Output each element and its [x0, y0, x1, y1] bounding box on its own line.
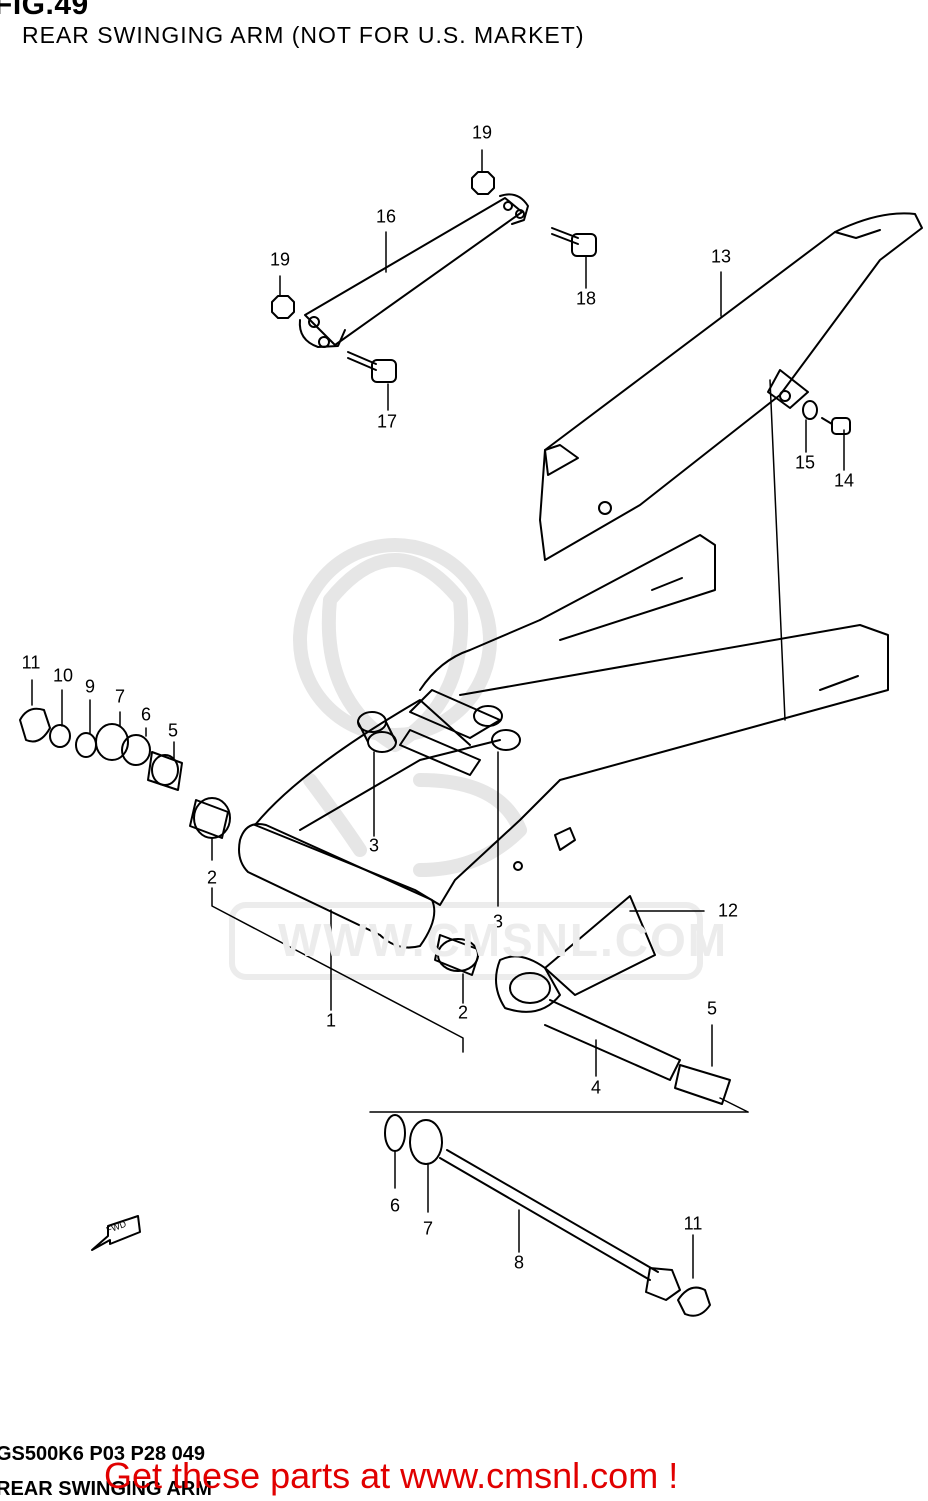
axle	[439, 1149, 681, 1301]
callout-3-right: 3	[492, 911, 504, 932]
watermark-url-box	[229, 902, 703, 980]
washer-15	[802, 400, 818, 420]
spacer-lower	[434, 934, 481, 976]
footer-code: GS500K6 P03 P28 049	[0, 1443, 206, 1465]
bolt-lower	[347, 351, 397, 383]
callout-5-right: 5	[706, 998, 718, 1019]
callout-7-left: 7	[114, 686, 126, 707]
figure-subtitle: REAR SWINGING ARM (NOT FOR U.S. MARKET)	[22, 22, 585, 48]
left-stack	[19, 707, 231, 839]
watermark-logo	[293, 538, 527, 877]
cta-link[interactable]: Get these parts at www.cmsnl.com !	[104, 1455, 679, 1496]
bushing-lower	[473, 705, 521, 751]
callout-16: 16	[375, 206, 397, 227]
swinging-arm	[238, 534, 889, 949]
callout-6-left: 6	[140, 704, 152, 725]
callout-11-left: 11	[21, 652, 41, 673]
bolt-upper	[551, 227, 597, 257]
callout-2-lower: 2	[457, 1002, 469, 1023]
washer-6	[384, 1114, 406, 1152]
washer-7	[409, 1119, 443, 1165]
bolt-14	[821, 417, 851, 435]
callout-10: 10	[52, 665, 74, 686]
callout-8: 8	[513, 1252, 525, 1273]
callout-14: 14	[833, 470, 855, 491]
callout-7-bottom: 7	[422, 1218, 434, 1239]
callout-19-upper: 19	[471, 122, 493, 143]
callout-11-bottom: 11	[683, 1213, 703, 1234]
callout-13: 13	[710, 246, 732, 267]
callout-2-upper: 2	[206, 867, 218, 888]
callout-9: 9	[84, 676, 96, 697]
nut-axle	[677, 1286, 711, 1317]
chain-guard	[539, 212, 923, 561]
nut-lower	[271, 295, 295, 319]
callout-15: 15	[794, 452, 816, 473]
callout-19-lower: 19	[269, 249, 291, 270]
footer-name: REAR SWINGING ARM	[0, 1478, 212, 1500]
figure-title: FIG.49	[0, 0, 89, 21]
callout-4: 4	[590, 1077, 602, 1098]
watermark-url: WWW.CMSNL.COM	[278, 914, 729, 966]
nut-upper	[471, 171, 495, 195]
leader-lines	[31, 149, 845, 1279]
callout-1: 1	[325, 1010, 337, 1031]
callout-5-left: 5	[167, 720, 179, 741]
callout-6-bottom: 6	[389, 1195, 401, 1216]
callout-17: 17	[376, 411, 398, 432]
bushing-upper	[357, 711, 397, 753]
torque-rod	[298, 193, 529, 348]
pipe	[544, 999, 731, 1105]
callout-18: 18	[575, 288, 597, 309]
forward-arrow-icon	[91, 1215, 141, 1251]
callout-3-left: 3	[368, 835, 380, 856]
chain-buffer	[495, 895, 656, 1013]
callout-12: 12	[717, 900, 739, 921]
